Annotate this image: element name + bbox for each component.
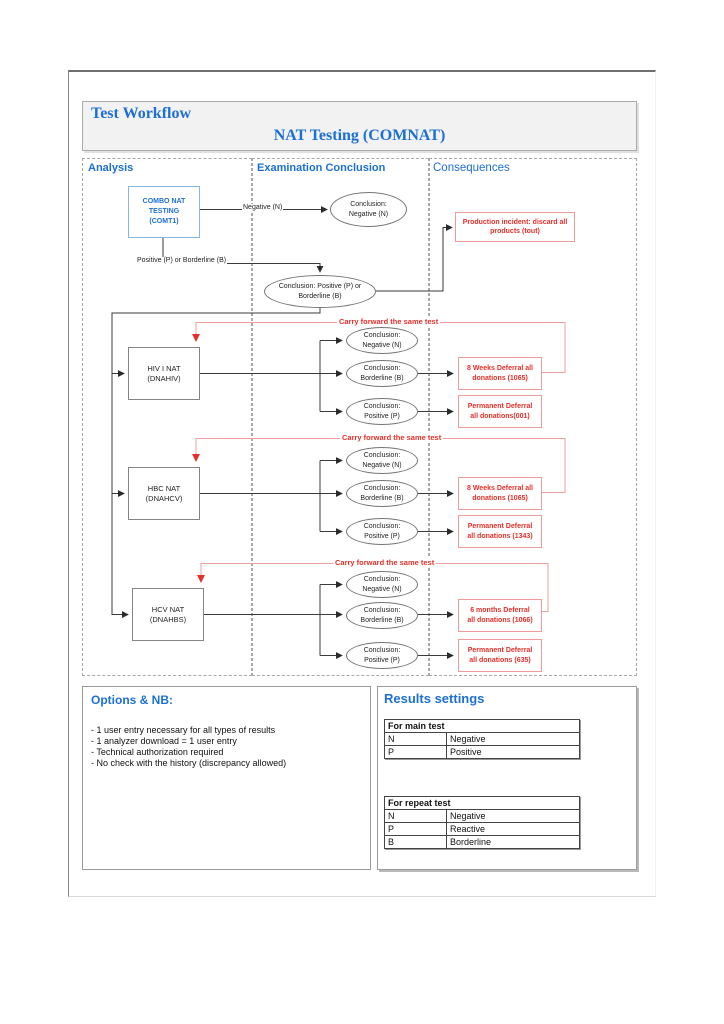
- hcv-deferral-box: 6 months Deferral all donations (1066): [458, 599, 542, 632]
- result-code: P: [384, 745, 447, 759]
- examination-column-header: Examination Conclusion: [257, 162, 386, 174]
- hbc-conclusion-negative: Conclusion: Negative (N): [346, 447, 418, 474]
- hiv-conclusion-borderline: Conclusion: Borderline (B): [346, 360, 418, 387]
- table-row: B Borderline: [384, 835, 580, 849]
- consequences-column-header: Consequences: [433, 162, 510, 174]
- options-item: - 1 user entry necessary for all types o…: [91, 725, 276, 735]
- negative-branch-label: Negative (N): [242, 204, 284, 213]
- table-row: P Reactive: [384, 822, 580, 836]
- options-item: - Technical authorization required: [91, 747, 224, 757]
- hiv-deferral-box: 8 Weeks Deferral all donations (1065): [458, 357, 542, 390]
- red-carry-connectors: [192, 322, 566, 612]
- result-value: Positive: [446, 745, 580, 759]
- result-value: Reactive: [446, 822, 580, 836]
- result-code: P: [384, 822, 447, 836]
- hbc-conclusion-borderline: Conclusion: Borderline (B): [346, 480, 418, 507]
- result-code: N: [384, 809, 447, 823]
- hiv-conclusion-negative: Conclusion: Negative (N): [346, 327, 418, 354]
- title-bar: Test Workflow NAT Testing (COMNAT): [82, 101, 637, 151]
- table-row: P Positive: [384, 745, 580, 759]
- hcv-conclusion-borderline: Conclusion: Borderline (B): [346, 602, 418, 629]
- consequences-column: [429, 158, 637, 676]
- options-heading: Options & NB:: [91, 693, 173, 707]
- hiv-permanent-deferral-box: Permanent Deferral all donations(001): [458, 395, 542, 428]
- page-frame: [68, 70, 656, 897]
- analysis-column-header: Analysis: [88, 162, 134, 174]
- table-row: N Negative: [384, 732, 580, 746]
- carry-forward-label-hbc: Carry forward the same test: [340, 433, 444, 442]
- hcv-conclusion-negative: Conclusion: Negative (N): [346, 571, 418, 598]
- hcv-nat-test-box: HCV NAT (DNAHBS): [132, 588, 204, 641]
- main-test-table: For main test N Negative P Positive: [384, 719, 580, 759]
- result-code: B: [384, 835, 447, 849]
- production-incident-box: Production incident: discard all product…: [455, 212, 575, 242]
- combo-nat-test-box: COMBO NAT TESTING (COMT1): [128, 186, 200, 238]
- page-subtitle: NAT Testing (COMNAT): [273, 127, 446, 144]
- main-test-table-title: For main test: [384, 719, 580, 733]
- results-panel: Results settings For main test N Negativ…: [377, 686, 637, 870]
- hiv-nat-test-box: HIV I NAT (DNAHIV): [128, 347, 200, 400]
- hbc-conclusion-positive: Conclusion: Positive (P): [346, 518, 418, 545]
- hcv-permanent-deferral-box: Permanent Deferral all donations (635): [458, 639, 542, 672]
- positive-borderline-branch-label: Positive (P) or Borderline (B): [136, 257, 228, 266]
- hbc-nat-test-box: HBC NAT (DNAHCV): [128, 467, 200, 520]
- results-heading: Results settings: [384, 691, 485, 706]
- result-value: Negative: [446, 732, 580, 746]
- result-code: N: [384, 732, 447, 746]
- conclusion-positive-borderline-ellipse: Conclusion: Positive (P) or Borderline (…: [264, 275, 376, 308]
- options-item: - No check with the history (discrepancy…: [91, 758, 287, 768]
- options-item: - 1 analyzer download = 1 user entry: [91, 736, 237, 746]
- analysis-column: [82, 158, 252, 676]
- result-value: Negative: [446, 809, 580, 823]
- conclusion-negative-ellipse: Conclusion: Negative (N): [330, 192, 407, 227]
- carry-forward-label-hiv: Carry forward the same test: [337, 317, 441, 326]
- hbc-deferral-box: 8 Weeks Deferral all donations (1065): [458, 477, 542, 510]
- examination-column: [252, 158, 429, 676]
- repeat-test-table-title: For repeat test: [384, 796, 580, 810]
- repeat-test-table: For repeat test N Negative P Reactive B …: [384, 796, 580, 849]
- hiv-conclusion-positive: Conclusion: Positive (P): [346, 398, 418, 425]
- carry-forward-label-hcv: Carry forward the same test: [333, 558, 437, 567]
- hcv-conclusion-positive: Conclusion: Positive (P): [346, 642, 418, 669]
- result-value: Borderline: [446, 835, 580, 849]
- options-panel: Options & NB: - 1 user entry necessary f…: [82, 686, 371, 870]
- table-row: N Negative: [384, 809, 580, 823]
- page-title: Test Workflow: [91, 105, 192, 122]
- hbc-permanent-deferral-box: Permanent Deferral all donations (1343): [458, 515, 542, 548]
